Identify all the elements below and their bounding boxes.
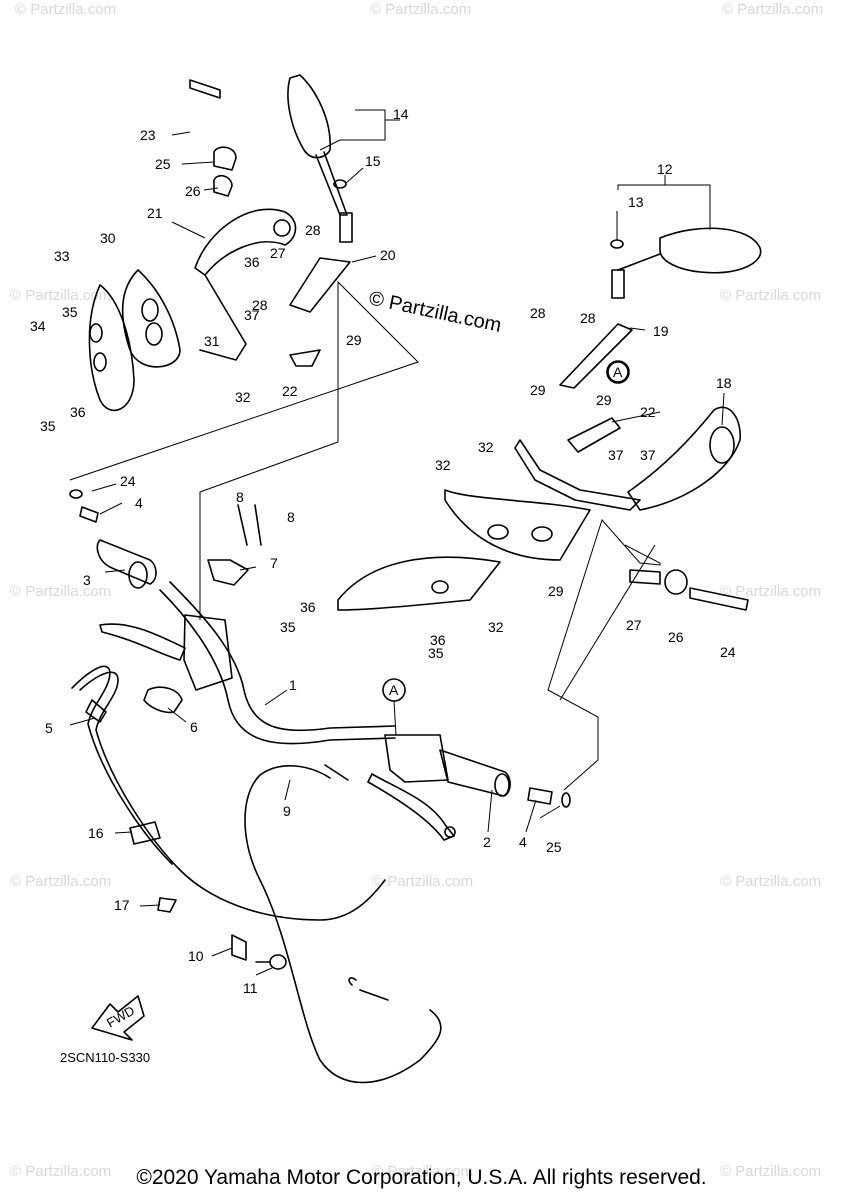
callout: 32 — [235, 389, 251, 405]
callout: 10 — [188, 948, 204, 964]
watermark: © Partzilla.com — [370, 1, 471, 18]
throttle-cable-part — [244, 764, 442, 1084]
watermark: © Partzilla.com — [720, 873, 821, 890]
left-handguard-part — [88, 79, 297, 412]
watermark: © Partzilla.com — [10, 583, 111, 600]
watermark: © Partzilla.com — [10, 873, 111, 890]
callout: 24 — [720, 644, 736, 660]
callout: 18 — [716, 375, 732, 391]
ref-marker-a: A — [382, 678, 406, 736]
callout: 27 — [626, 617, 642, 633]
watermark: © Partzilla.com — [10, 1163, 111, 1180]
watermark: © Partzilla.com — [720, 1163, 821, 1180]
callout: 27 — [270, 245, 286, 261]
callout: 35 — [280, 619, 296, 635]
callout: 20 — [380, 247, 396, 263]
watermark: © Partzilla.com — [720, 287, 821, 304]
callout: 35 — [40, 418, 56, 434]
clutch-lever-part — [99, 504, 262, 714]
callout: 32 — [488, 619, 504, 635]
callout: 36 — [300, 599, 316, 615]
callout: 35 — [62, 304, 78, 320]
callout: 25 — [155, 156, 171, 172]
callout: 28 — [580, 310, 596, 326]
diagram-code: 2SCN110-S330 — [60, 1050, 150, 1065]
callout: 37 — [244, 307, 260, 323]
left-mirror-part — [287, 74, 353, 367]
callout: 37 — [640, 447, 656, 463]
watermark: © Partzilla.com — [372, 873, 473, 890]
callout: 21 — [147, 205, 163, 221]
callout: 28 — [530, 305, 546, 321]
callout: 14 — [393, 106, 409, 122]
callout: 26 — [668, 629, 684, 645]
callout: 36 — [244, 254, 260, 270]
right-grip-part — [367, 734, 571, 841]
callout: 19 — [653, 323, 669, 339]
callout: 31 — [204, 333, 220, 349]
callout: 24 — [120, 473, 136, 489]
callout: 34 — [30, 318, 46, 334]
callout: 4 — [135, 495, 143, 511]
callout: 32 — [478, 439, 494, 455]
callouts: 1 2 3 4 4 5 6 7 8 8 9 10 11 12 13 14 15 … — [30, 106, 736, 996]
callout: 8 — [287, 509, 295, 525]
callout: 28 — [252, 297, 268, 313]
ref-marker-a: A — [606, 360, 630, 384]
copyright-notice: ©2020 Yamaha Motor Corporation, U.S.A. A… — [136, 1166, 707, 1189]
callout: 5 — [45, 720, 53, 736]
callout: 9 — [283, 803, 291, 819]
left-grip-part — [69, 489, 157, 589]
callout: 36 — [70, 404, 86, 420]
callout: 1 — [289, 677, 297, 693]
callout: 36 — [430, 632, 446, 648]
callout: 3 — [83, 572, 91, 588]
callout: 37 — [608, 447, 624, 463]
callout: 12 — [657, 161, 673, 177]
right-mirror-part — [559, 227, 762, 389]
leader-lines — [69, 109, 725, 976]
ref-marker-label: A — [389, 682, 399, 698]
watermark: © Partzilla.com — [372, 1163, 473, 1180]
callout: 32 — [435, 457, 451, 473]
callout: 13 — [628, 194, 644, 210]
callout: 29 — [548, 583, 564, 599]
callout: 22 — [640, 404, 656, 420]
fwd-arrow-icon: FWD — [91, 995, 145, 1041]
callout: 29 — [530, 382, 546, 398]
callout: 35 — [428, 645, 444, 661]
callout: 15 — [365, 153, 381, 169]
watermark: © Partzilla.com — [720, 583, 821, 600]
right-handguard-part — [337, 406, 749, 611]
callout: 29 — [346, 332, 362, 348]
callout: 16 — [88, 825, 104, 841]
callout: 4 — [519, 834, 527, 850]
brand-mark: © Partzilla.com — [367, 287, 503, 337]
callout: 28 — [305, 222, 321, 238]
watermark: © Partzilla.com — [10, 287, 111, 304]
callout: 2 — [483, 834, 491, 850]
ref-marker-label: A — [613, 364, 623, 380]
watermark: © Partzilla.com — [722, 1, 823, 18]
callout: 11 — [243, 980, 258, 996]
callout: 33 — [54, 248, 70, 264]
callout: 25 — [546, 839, 562, 855]
callout: 7 — [270, 555, 278, 571]
callout: 6 — [190, 719, 198, 735]
callout: 23 — [140, 127, 156, 143]
group-frames — [69, 280, 661, 791]
callout: 30 — [100, 230, 116, 246]
callout: 8 — [236, 489, 244, 505]
callout: 17 — [114, 897, 130, 913]
handlebar-part — [159, 581, 396, 745]
callout: 22 — [282, 383, 298, 399]
callout: 29 — [596, 392, 612, 408]
clutch-cable-part — [71, 665, 386, 921]
watermark: © Partzilla.com — [15, 1, 116, 18]
watermarks: © Partzilla.com © Partzilla.com © Partzi… — [10, 1, 823, 1180]
callout: 26 — [185, 183, 201, 199]
